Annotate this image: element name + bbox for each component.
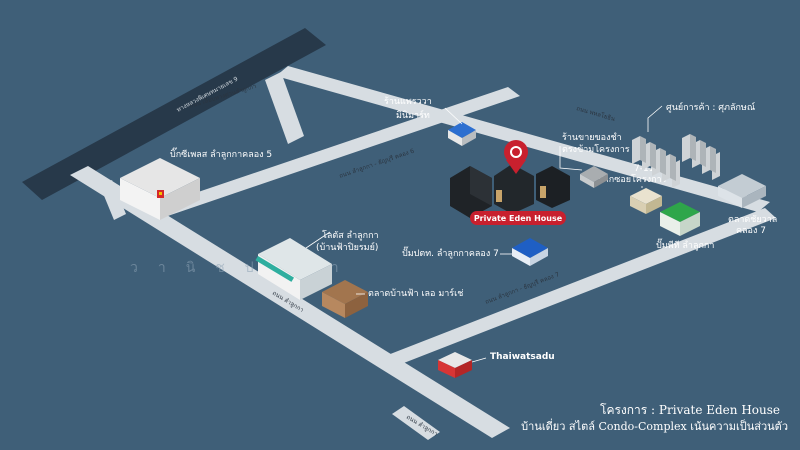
label-ptt: ปั๊มปตท. ลำลูกกาคลอง 7: [402, 246, 499, 259]
minimart-icon: [448, 122, 476, 146]
commercial-buildings-icon: [632, 134, 720, 188]
label-market7-2: คลอง 7: [736, 226, 766, 236]
footer-line-1: โครงการ : Private Eden House: [600, 403, 780, 417]
road-lumlukka: [70, 166, 510, 438]
label-pt: ปั๊มพีที ลำลูกกา: [656, 238, 714, 251]
label-lotus-2: (บ้านฟ้าปิยรมย์): [316, 241, 378, 253]
grocery-shop-icon: [580, 166, 608, 188]
label-seven-2: ปากซอยโครงการ: [598, 174, 667, 185]
road-sukhumvit: [276, 66, 770, 212]
thaiwatsadu-building-icon: [438, 352, 472, 378]
leader-lines: [305, 105, 663, 363]
label-banfa-market: ตลาดบ้านฟ้า เลอ มาร์เช่: [368, 287, 463, 299]
project-label: Private Eden House: [474, 214, 563, 223]
label-commercial: ศูนย์การค้า : ศุภลักษณ์: [666, 101, 755, 113]
project-badge: Private Eden House: [470, 211, 566, 225]
label-shop-2: ตรงข้ามโครงการ: [562, 144, 630, 155]
ptt-station-icon: [512, 238, 548, 266]
location-pin-icon: [504, 140, 528, 174]
road-klong6: [145, 87, 520, 220]
label-bigc: บิ๊กซีเพลส ลำลูกกาคลอง 5: [170, 147, 272, 160]
seven-eleven-icon: [630, 188, 662, 214]
project-houses-icon: [450, 164, 570, 218]
label-seven-1: 7-11: [634, 164, 654, 174]
motorway: [22, 28, 326, 200]
road-connector: [265, 72, 304, 144]
road-bottom: [392, 406, 440, 440]
road-klong7: [380, 208, 776, 368]
road-link: [100, 180, 126, 220]
label-shop-1: ร้านขายของชำ: [562, 132, 622, 143]
market-building-icon: [322, 280, 368, 318]
road-network: [70, 66, 776, 440]
label-minimart-1: ร้านแพรววา: [384, 96, 432, 107]
bigc-building-icon: [120, 158, 200, 220]
label-lotus-1: โลตัส ลำลูกกา: [322, 230, 379, 241]
market-klong7-icon: [718, 174, 766, 208]
label-minimart-2: มินิมาร์ท: [396, 109, 430, 121]
pt-station-icon: [660, 202, 700, 236]
label-thaiwatsadu: Thaiwatsadu: [490, 352, 555, 362]
label-market7-1: ตลาดชัยวาล: [728, 215, 777, 225]
footer-line-2: บ้านเดี่ยว สไตล์ Condo-Complex เน้นความเ…: [521, 418, 788, 433]
lotus-building-icon: [255, 238, 332, 300]
